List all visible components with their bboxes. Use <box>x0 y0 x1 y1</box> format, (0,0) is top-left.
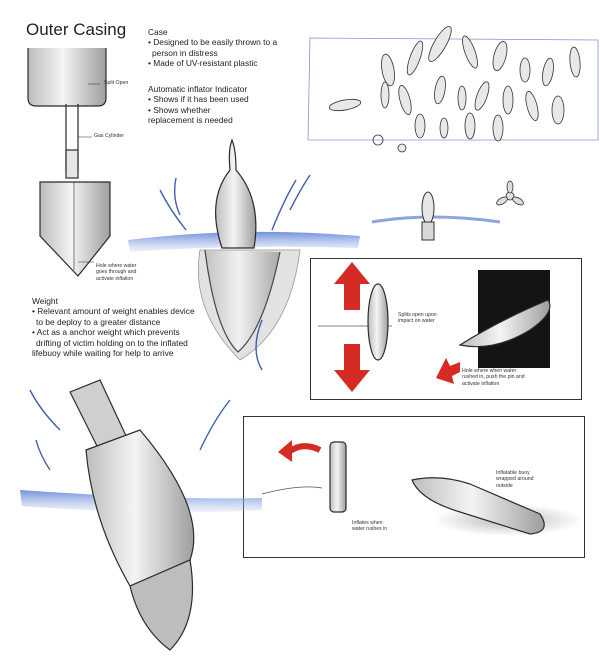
indicator-bullet-3: replacement is needed <box>148 115 233 126</box>
gas-cylinder-capsule <box>65 149 79 179</box>
concept-shape-21 <box>492 114 504 142</box>
indicator-text-block: Automatic inflator Indicator • Shows if … <box>148 84 249 126</box>
label-split-open: Split Open <box>104 80 129 86</box>
concept-shape-7 <box>542 57 554 87</box>
concept-ring <box>372 134 384 146</box>
small-device-body <box>421 191 435 225</box>
arrow-up-icon <box>334 262 370 310</box>
inflation-panel-drawings <box>261 440 582 536</box>
small-device-base <box>421 221 435 241</box>
concept-shape-8 <box>569 46 581 78</box>
upper-casing-shape <box>27 48 107 107</box>
concept-shape-9 <box>328 98 362 112</box>
weight-bullet-4: drifting of victim holding on to the inf… <box>36 337 188 348</box>
label-hole-rushed-line1: Hole where when water <box>462 368 517 374</box>
concept-shape-2 <box>406 40 424 76</box>
impact-device <box>367 283 389 361</box>
cross-section-drawing <box>27 48 111 277</box>
splash-drawing <box>128 138 360 371</box>
case-heading: Case <box>148 27 168 37</box>
concept-shape-4 <box>462 35 478 69</box>
concept-shape-17 <box>551 95 565 125</box>
label-inflates-when-line1: Inflates when <box>352 520 383 526</box>
indicator-bullet-2: • Shows whether <box>148 104 211 115</box>
arrow-diagonal-icon <box>436 358 460 384</box>
label-hole-water-line2: goes through and <box>96 269 137 276</box>
concept-shape-16 <box>525 91 539 121</box>
weight-bullet-3: • Act as a anchor weight which prevents <box>32 327 180 338</box>
label-splits-open: Splits open upon impact on water <box>398 312 437 325</box>
page-title: Outer Casing <box>26 20 127 39</box>
concept-shape-14 <box>474 81 490 111</box>
label-gas-cylinder: Gas Cylinder <box>94 133 124 139</box>
label-hole-rushed: Hole where when water rushed in, push th… <box>462 368 525 387</box>
indicator-bullet-1: • Shows if it has been used <box>148 94 249 105</box>
concept-shape-1 <box>381 53 395 87</box>
large-splash-droplets <box>29 389 231 471</box>
label-hole-water-line3: activate inflation <box>96 275 134 282</box>
label-splits-open-line2: impact on water <box>398 318 435 325</box>
concept-shape-20 <box>464 112 476 140</box>
weight-bullet-1: • Relevant amount of weight enables devi… <box>32 306 195 317</box>
concept-shape-10 <box>380 81 390 109</box>
concept-propeller <box>397 143 407 153</box>
arrow-down-icon <box>334 344 370 392</box>
lower-casing-shape <box>39 181 111 277</box>
small-water-line <box>371 215 501 224</box>
concept-shape-15 <box>502 85 514 115</box>
ideation-border <box>307 37 599 141</box>
concept-shape-13 <box>457 85 467 111</box>
floating-device-sketch <box>371 180 524 241</box>
weight-heading: Weight <box>32 296 58 306</box>
weight-text-block: Weight • Relevant amount of weight enabl… <box>32 296 195 358</box>
concept-shape-12 <box>434 75 446 105</box>
concept-shape-6 <box>519 57 531 83</box>
concept-shape-11 <box>398 85 412 115</box>
concept-shape-3 <box>428 26 452 62</box>
label-inflates-when: Inflates when water rushes in <box>352 520 387 533</box>
device-upper-body <box>215 138 257 249</box>
label-inflates-when-line2: water rushes in <box>352 526 388 533</box>
inflation-water-line <box>261 486 323 495</box>
large-device-tip <box>129 559 194 651</box>
pin-device <box>458 299 551 348</box>
impact-panel-drawings <box>318 262 551 392</box>
label-inflatable-buoy-line2: wrapped around <box>496 476 534 483</box>
label-hole-water-line1: Hole where water <box>96 263 137 269</box>
small-propeller <box>496 180 524 206</box>
label-inflatable-buoy: Inflatable buoy wrapped around outside <box>496 470 534 489</box>
label-hole-water: Hole where water goes through and activa… <box>96 263 136 282</box>
weight-bullet-2: to be deploy to a greater distance <box>36 316 161 327</box>
device-lower-body <box>204 249 281 353</box>
case-bullet-2: person in distress <box>152 47 218 58</box>
label-inflatable-buoy-line1: Inflatable buoy <box>496 470 530 476</box>
case-text-block: Case • Designed to be easily thrown to a… <box>148 27 277 69</box>
ideation-sketch-area <box>307 26 599 153</box>
label-splits-open-line1: Splits open upon <box>398 312 437 318</box>
concept-shape-5 <box>492 41 508 71</box>
splash-droplets <box>159 174 311 371</box>
case-bullet-3: • Made of UV-resistant plastic <box>148 58 258 69</box>
rotate-arrow-head <box>278 440 292 462</box>
inflated-buoy <box>411 477 545 535</box>
label-hole-rushed-line2: rushed in, push the pin and <box>462 374 525 381</box>
large-device-drawing <box>20 379 262 651</box>
case-bullet-1: • Designed to be easily thrown to a <box>148 37 278 48</box>
label-hole-rushed-line3: activate inflation <box>462 380 500 387</box>
label-inflatable-buoy-line3: outside <box>496 482 513 489</box>
concept-shape-18 <box>414 113 426 139</box>
indicator-heading: Automatic inflator Indicator <box>148 84 248 94</box>
inflation-device <box>329 441 347 513</box>
concept-shape-19 <box>439 117 449 139</box>
weight-bullet-5: lifebuoy while waiting for help to arriv… <box>32 348 174 359</box>
large-device-body <box>85 429 195 587</box>
